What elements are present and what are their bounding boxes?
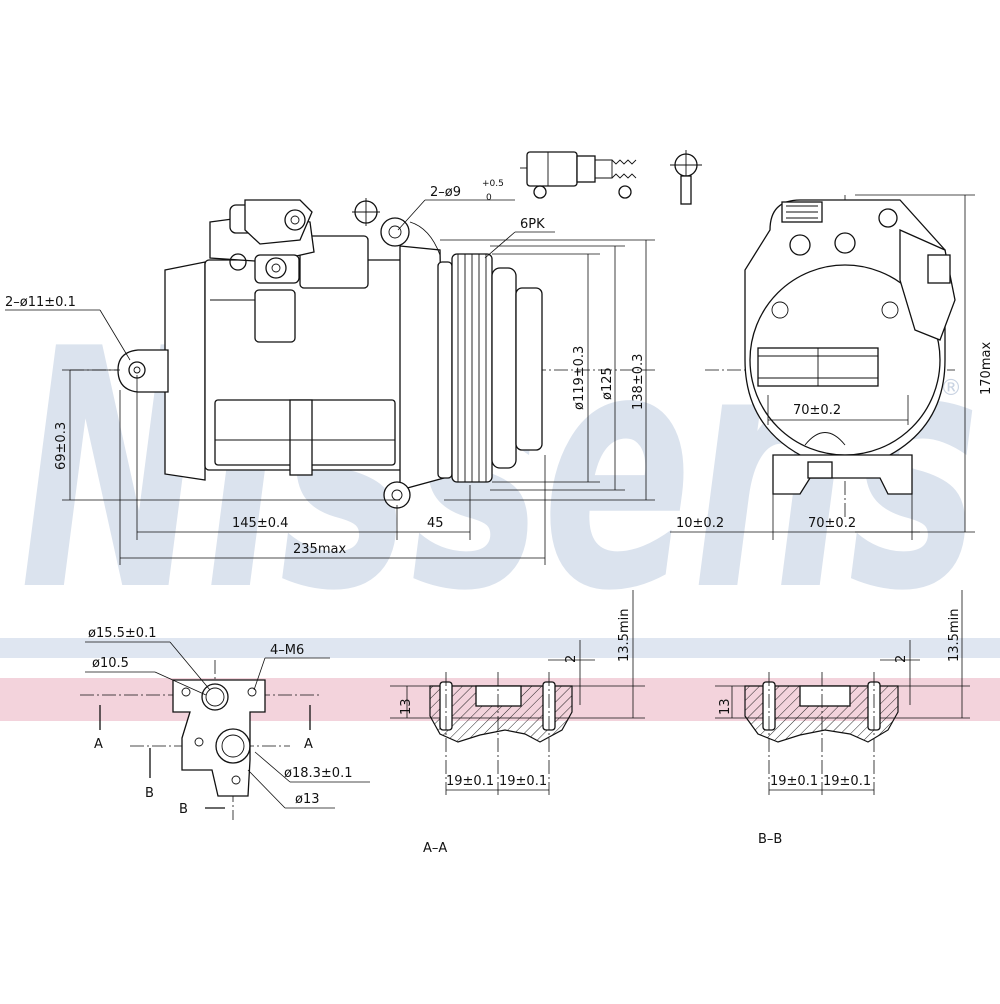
watermark-registered-mark: ® [940,376,962,401]
section-a-right: A [304,737,313,752]
dimension-labels: 2–ø11±0.1 2–ø9 +0.5 0 6PK ø119±0.3 ø125 … [5,179,994,856]
dimension-lines [5,194,975,565]
dim-pitch-b2: 19±0.1 [823,774,871,789]
dim-len138: 138±0.3 [631,354,646,410]
dim-pitch-a1: 19±0.1 [446,774,494,789]
dim-two-b: 2 [894,655,909,663]
dim-pitch-a2: 19±0.1 [499,774,547,789]
dim-min13-5-a: 13.5min [617,609,632,662]
dim-off10: 10±0.2 [676,516,724,531]
dim-d13: ø13 [295,792,320,807]
dim-two-a: 2 [564,655,579,663]
section-b-lower: B [179,802,188,817]
dim-mount-holes: 2–ø11±0.1 [5,295,76,310]
dim-w70-bot: 70±0.2 [808,516,856,531]
dim-thirteen-b: 13 [718,698,733,715]
compressor-side-view [70,198,655,509]
section-aa-title: A–A [423,841,447,856]
compressor-front-view [705,195,956,520]
dim-min13-5-b: 13.5min [947,609,962,662]
dim-h69: 69±0.3 [54,422,69,470]
dim-d10-5: ø10.5 [92,656,129,671]
dim-len145: 145±0.4 [232,516,288,531]
dim-m6: 4–M6 [270,643,304,658]
dim-d18-3: ø18.3±0.1 [284,766,352,781]
blue-band [0,638,1000,658]
section-bb-view [715,590,970,795]
dim-len45: 45 [427,516,444,531]
section-bb-title: B–B [758,832,782,847]
section-aa-view [390,590,645,795]
dim-h170: 170max [979,342,994,395]
dim-d119: ø119±0.3 [572,346,587,410]
dim-d125: ø125 [600,367,615,400]
section-a-left: A [94,737,103,752]
connector-detail [520,150,702,205]
dim-outlet-holes: 2–ø9 [430,185,461,200]
dim-pitch-b1: 19±0.1 [770,774,818,789]
dim-thirteen-a: 13 [399,698,414,715]
dim-pulley-belt: 6PK [520,217,545,232]
dim-outlet-tol-lower: 0 [486,193,492,203]
dim-outlet-tol-upper: +0.5 [482,179,504,189]
dim-w70-top: 70±0.2 [793,403,841,418]
dim-d15-5: ø15.5±0.1 [88,626,156,641]
section-b-upper: B [145,786,154,801]
mounting-flange-view [80,641,370,820]
dim-len235: 235max [293,542,346,557]
